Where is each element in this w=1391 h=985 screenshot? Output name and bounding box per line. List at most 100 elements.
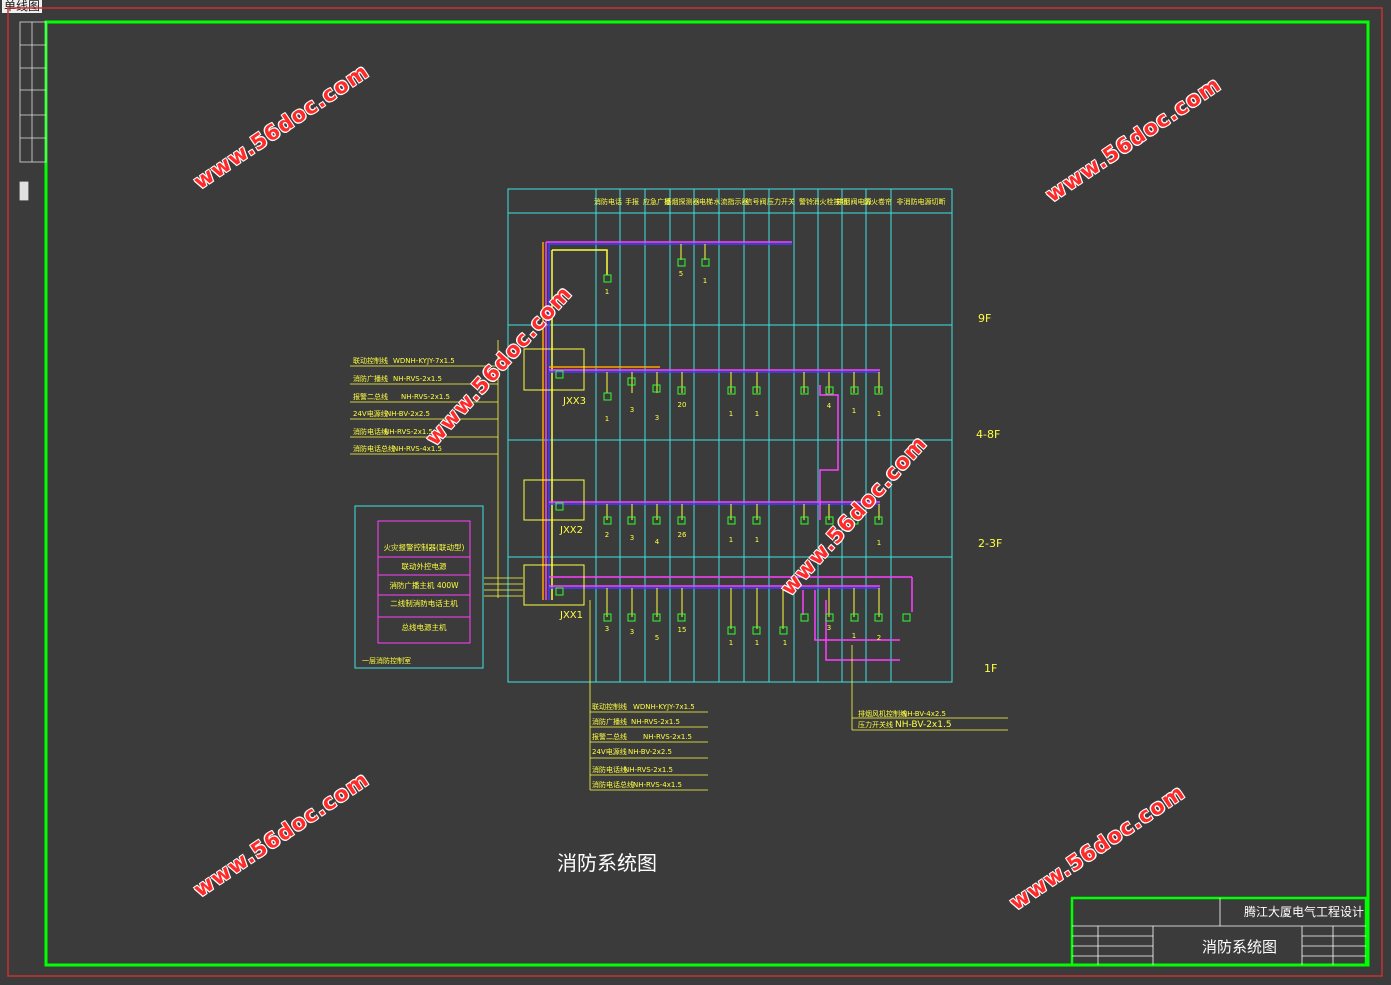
count: 1 xyxy=(852,407,856,415)
device-drops xyxy=(606,244,880,629)
tab-label[interactable]: 单线图 xyxy=(2,0,43,13)
junction-box-labels: JXX3 JXX2 JXX1 xyxy=(559,396,586,621)
count: 1 xyxy=(605,288,609,296)
count: 1 xyxy=(729,536,733,544)
count: 1 xyxy=(729,639,733,647)
col-header: 感烟探测器 xyxy=(665,197,700,206)
count: 1 xyxy=(605,415,609,423)
cable-spec: NH-RVS-2x1.5 xyxy=(384,428,433,436)
device-symbols xyxy=(603,258,911,635)
cable-name: 排烟风机控制线 xyxy=(858,709,907,718)
count: 1 xyxy=(877,539,881,547)
jxx-label: JXX2 xyxy=(559,525,583,536)
col-header: 应急广播 xyxy=(643,197,671,206)
cable-name: 联动控制线 xyxy=(592,702,627,711)
risers xyxy=(542,241,792,600)
control-unit: 二线制消防电话主机 xyxy=(390,598,458,608)
count: 5 xyxy=(655,634,659,642)
floor-label: 1F xyxy=(984,662,997,675)
cable-name: 消防电话总线 xyxy=(353,444,395,453)
count: 3 xyxy=(655,414,659,422)
floor-label: 2-3F xyxy=(978,537,1002,550)
col-header: 电梯 xyxy=(699,197,713,206)
floor-label: 4-8F xyxy=(976,428,1000,441)
cable-legend-left: 联动控制线 WDNH-KYJY-7x1.5 消防广播线 NH-RVS-2x1.5… xyxy=(350,340,523,598)
count: 1 xyxy=(703,277,707,285)
count: 4 xyxy=(655,538,660,546)
cable-spec: NH-RVS-2x1.5 xyxy=(643,733,692,741)
col-header: 排烟阀电源 xyxy=(837,197,872,206)
drawing-caption: 消防系统图 xyxy=(557,851,657,875)
count: 3 xyxy=(605,625,609,633)
count: 3 xyxy=(630,628,634,636)
count: 1 xyxy=(755,536,759,544)
cable-spec: NH-BV-2x2.5 xyxy=(628,748,672,756)
col-header: 水流指示器 xyxy=(714,197,749,206)
system-grid xyxy=(507,188,953,683)
count: 1 xyxy=(729,410,733,418)
cable-name: 压力开关线 xyxy=(858,720,893,729)
device-counts: 1 5 1 1 3 3 20 1 1 4 1 1 2 3 4 26 1 1 4 … xyxy=(605,270,881,647)
cable-spec: NH-RVS-2x1.5 xyxy=(401,393,450,401)
cable-legend-right: 排烟风机控制线 NH-BV-4x2.5 压力开关线 NH-BV-2x1.5 xyxy=(851,645,1008,731)
count: 1 xyxy=(877,410,881,418)
count: 26 xyxy=(678,531,687,539)
count: 15 xyxy=(678,626,687,634)
col-header: 压力开关 xyxy=(767,197,795,206)
col-header: 非消防电源切断 xyxy=(897,197,946,206)
count: 1 xyxy=(783,639,787,647)
count: 1 xyxy=(852,632,856,640)
cable-spec: WDNH-KYJY-7x1.5 xyxy=(633,703,695,711)
outer-border xyxy=(7,7,1383,977)
cable-name: 24V电源线 xyxy=(353,409,388,418)
cable-name: 消防电话线 xyxy=(592,765,627,774)
cable-spec: NH-RVS-2x1.5 xyxy=(393,375,442,383)
control-unit: 总线电源主机 xyxy=(402,622,447,632)
count: 1 xyxy=(755,639,759,647)
jxx-label: JXX1 xyxy=(559,610,583,621)
count: 3 xyxy=(630,406,634,414)
col-header: 信号阀 xyxy=(746,197,767,206)
cable-spec: NH-RVS-2x1.5 xyxy=(631,718,680,726)
count: 3 xyxy=(827,624,831,632)
count: 20 xyxy=(678,401,687,409)
sheet-title: 消防系统图 xyxy=(1202,938,1277,956)
cable-spec: NH-BV-2x2.5 xyxy=(386,410,430,418)
junction-boxes xyxy=(523,348,585,606)
floor-labels: 9F 4-8F 2-3F 1F xyxy=(976,312,1002,675)
cable-name: 联动控制线 xyxy=(353,356,388,365)
cable-name: 消防电话总线 xyxy=(592,780,634,789)
count: 4 xyxy=(827,529,832,537)
column-headers: 消防电话 手报 应急广播 感烟探测器 电梯 水流指示器 信号阀 压力开关 警铃 … xyxy=(594,197,946,206)
cable-name: 报警二总线 xyxy=(592,732,627,741)
col-header: 手报 xyxy=(625,197,639,206)
cable-name: 消防广播线 xyxy=(592,717,627,726)
col-header: 消防电话 xyxy=(594,197,622,206)
count: 3 xyxy=(630,534,634,542)
project-title: 腾江大厦电气工程设计 xyxy=(1244,904,1364,919)
col-header: 防火卷帘 xyxy=(864,197,892,206)
cable-name: 消防电话线 xyxy=(353,427,388,436)
cable-spec: NH-BV-4x2.5 xyxy=(902,710,946,718)
cable-name: 报警二总线 xyxy=(353,392,388,401)
col-header: 消火栓按钮 xyxy=(813,197,848,206)
cable-legend-bottom: 联动控制线 WDNH-KYJY-7x1.5 消防广播线 NH-RVS-2x1.5… xyxy=(589,600,708,791)
count: 2 xyxy=(605,531,609,539)
control-unit: 消防广播主机 400W xyxy=(389,580,459,590)
cable-spec: NH-RVS-4x1.5 xyxy=(633,781,682,789)
floor-label: 9F xyxy=(978,312,991,325)
control-room: 火灾报警控制器(联动型) 联动外控电源 消防广播主机 400W 二线制消防电话主… xyxy=(354,505,484,669)
cable-name: 24V电源线 xyxy=(592,747,627,756)
count: 1 xyxy=(755,410,759,418)
control-room-title: 一层消防控制室 xyxy=(362,656,411,665)
count: 5 xyxy=(679,270,683,278)
title-block: 腾江大厦电气工程设计 消防系统图 xyxy=(1070,896,1368,967)
cable-name: 消防广播线 xyxy=(353,374,388,383)
cable-spec: NH-RVS-4x1.5 xyxy=(393,445,442,453)
control-unit: 联动外控电源 xyxy=(402,561,447,571)
count: 2 xyxy=(877,634,881,642)
count: 4 xyxy=(827,402,832,410)
jxx-label: JXX3 xyxy=(562,396,586,407)
col-header: 警铃 xyxy=(799,197,813,206)
